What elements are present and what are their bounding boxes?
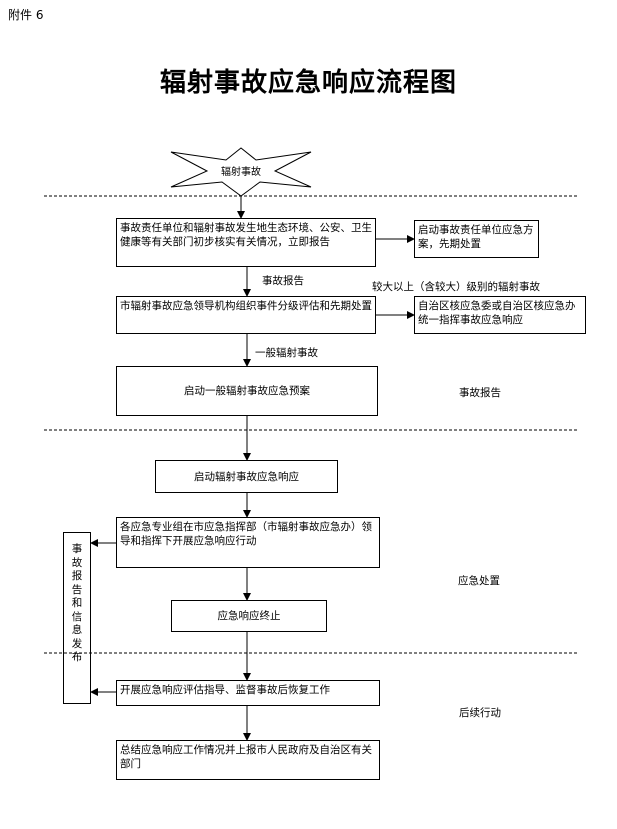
box-response-actions: 各应急专业组在市应急指挥部（市辐射事故应急办）领导和指挥下开展应急响应行动 [116, 517, 380, 568]
box-report-and-release: 事故报告和信息发布 [63, 532, 91, 704]
start-event-label: 辐射事故 [221, 167, 261, 178]
phase-follow-up: 后续行动 [459, 707, 501, 719]
box-unit-emergency-plan: 启动事故责任单位应急方案，先期处置 [414, 220, 539, 258]
page-title: 辐射事故应急响应流程图 [159, 68, 457, 98]
box-response-termination: 应急响应终止 [171, 600, 327, 632]
box-summary-report: 总结应急响应工作情况并上报市人民政府及自治区有关部门 [116, 740, 380, 780]
label-general-accident: 一般辐射事故 [255, 347, 318, 359]
box-start-response: 启动辐射事故应急响应 [155, 460, 338, 493]
box-region-command: 自治区核应急委或自治区核应急办统一指挥事故应急响应 [414, 296, 586, 334]
box-initial-report: 事故责任单位和辐射事故发生地生态环境、公安、卫生健康等有关部门初步核实有关情况，… [116, 218, 376, 267]
box-recovery-work: 开展应急响应评估指导、监督事故后恢复工作 [116, 680, 380, 706]
report-and-release-label: 事故报告和信息发布 [71, 543, 83, 663]
label-major-accident: 较大以上（含较大）级别的辐射事故 [372, 281, 540, 293]
label-accident-report: 事故报告 [262, 275, 304, 287]
box-city-assessment: 市辐射事故应急领导机构组织事件分级评估和先期处置 [116, 296, 376, 334]
phase-emergency-handling: 应急处置 [458, 575, 500, 587]
attachment-label: 附件 6 [8, 8, 44, 22]
box-general-plan: 启动一般辐射事故应急预案 [116, 366, 378, 416]
phase-accident-report: 事故报告 [459, 387, 501, 399]
